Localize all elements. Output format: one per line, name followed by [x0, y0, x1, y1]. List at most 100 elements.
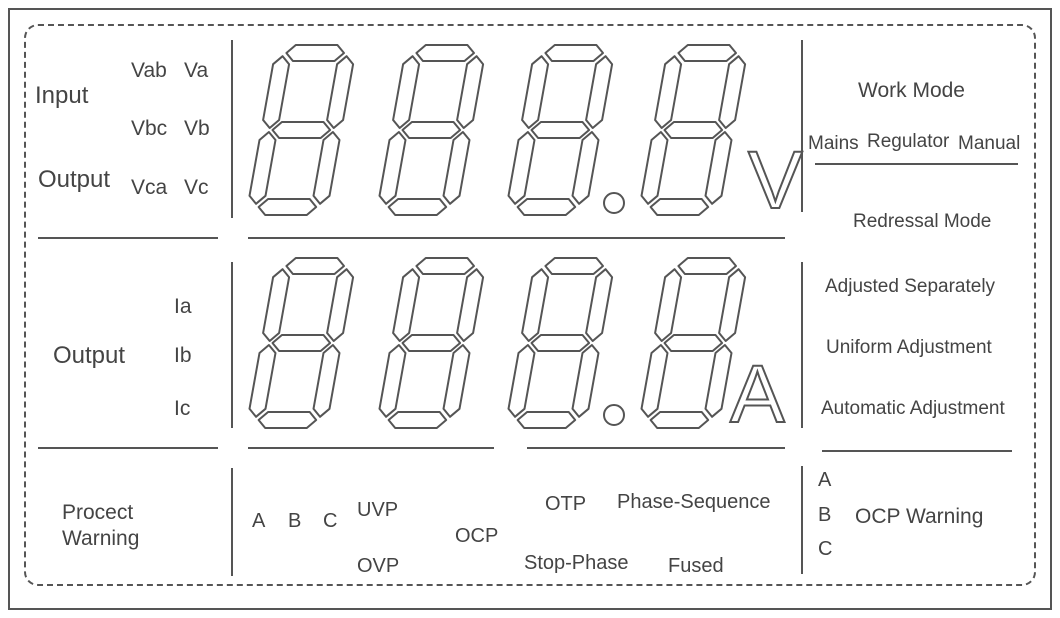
current-digit-2	[378, 257, 485, 429]
seg-c	[571, 344, 600, 418]
divider-h-left-1	[38, 237, 218, 239]
divider-h-right-2	[822, 450, 1012, 452]
ocp-warning-phase-c: C	[818, 538, 833, 560]
protect-warning-line1: Procect	[62, 501, 134, 524]
uvp-indicator: UVP	[357, 499, 399, 521]
seg-c	[442, 344, 471, 418]
seg-c	[442, 131, 471, 205]
phase-ic-label: Ic	[174, 397, 191, 420]
redressal-automatic-adjustment: Automatic Adjustment	[821, 398, 1005, 419]
protect-warning-line2: Warning	[62, 527, 140, 550]
outer-frame	[8, 8, 1052, 610]
divider-v-left-top	[231, 40, 233, 218]
fused-indicator: Fused	[668, 555, 724, 577]
phase-ib-label: Ib	[174, 344, 192, 367]
seg-f	[392, 268, 421, 342]
divider-h-center-1	[248, 237, 785, 239]
divider-v-left-bot	[231, 468, 233, 576]
panel-border	[24, 24, 1036, 586]
divider-v-right-mid	[801, 262, 803, 428]
seg-e	[378, 344, 407, 418]
current-decimal-point	[603, 404, 625, 426]
seg-g	[663, 121, 724, 139]
seg-c	[704, 131, 733, 205]
phase-va-label: Va	[184, 59, 209, 82]
phase-vb-label: Vb	[184, 117, 210, 140]
voltage-digit-1	[248, 44, 355, 216]
seg-a	[285, 44, 345, 62]
seg-b	[456, 55, 485, 129]
phase-vca-label: Vca	[131, 176, 168, 199]
voltage-unit: V	[747, 135, 804, 226]
divider-v-right-top	[801, 40, 803, 212]
seg-a	[544, 257, 604, 275]
ovp-indicator: OVP	[357, 555, 400, 577]
phase-vab-label: Vab	[131, 59, 167, 82]
seg-f	[521, 268, 550, 342]
voltage-digit-2	[378, 44, 485, 216]
seg-e	[640, 131, 669, 205]
seg-b	[718, 268, 747, 342]
divider-v-right-bot	[801, 466, 803, 574]
seg-f	[392, 55, 421, 129]
divider-h-left-2	[38, 447, 218, 449]
ocp-warning-phase-b: B	[818, 504, 832, 526]
seg-a	[415, 44, 475, 62]
work-mode-mains: Mains	[808, 133, 859, 154]
voltage-decimal-point	[603, 192, 625, 214]
seg-c	[312, 344, 341, 418]
seg-d	[649, 198, 710, 216]
seg-a	[677, 44, 737, 62]
phase-sequence-indicator: Phase-Sequence	[617, 491, 771, 513]
seg-d	[257, 411, 318, 429]
redressal-uniform-adjustment: Uniform Adjustment	[826, 337, 992, 358]
seg-g	[271, 121, 332, 139]
divider-v-left-mid	[231, 262, 233, 428]
phase-vbc-label: Vbc	[131, 117, 168, 140]
output-current-label: Output	[53, 342, 126, 369]
seg-e	[640, 344, 669, 418]
redressal-mode-title: Redressal Mode	[853, 211, 992, 232]
seg-b	[326, 55, 355, 129]
seg-f	[521, 55, 550, 129]
current-unit: A	[729, 349, 786, 440]
redressal-adjusted-separately: Adjusted Separately	[825, 276, 996, 297]
seg-f	[654, 55, 683, 129]
seg-g	[663, 334, 724, 352]
input-label: Input	[35, 82, 89, 109]
seg-a	[285, 257, 345, 275]
seg-b	[456, 268, 485, 342]
seg-d	[387, 198, 448, 216]
seg-f	[262, 268, 291, 342]
seg-g	[401, 334, 462, 352]
ocp-warning-phase-a: A	[818, 469, 832, 491]
voltage-digit-3	[507, 44, 614, 216]
seg-a	[677, 257, 737, 275]
current-digit-3	[507, 257, 614, 429]
phase-ia-label: Ia	[174, 295, 192, 318]
seg-f	[654, 268, 683, 342]
seg-d	[649, 411, 710, 429]
work-mode-regulator: Regulator	[867, 131, 950, 152]
seg-a	[415, 257, 475, 275]
phase-vc-label: Vc	[184, 176, 209, 199]
seg-e	[507, 131, 536, 205]
ocp-warning-label: OCP Warning	[855, 505, 984, 528]
output-voltage-label: Output	[38, 166, 111, 193]
seg-c	[704, 344, 733, 418]
seg-b	[326, 268, 355, 342]
seg-b	[718, 55, 747, 129]
protect-phase-c: C	[323, 510, 338, 532]
ocp-indicator: OCP	[455, 525, 499, 547]
work-mode-manual: Manual	[958, 133, 1021, 154]
seg-e	[248, 131, 277, 205]
protect-phase-b: B	[288, 510, 302, 532]
otp-indicator: OTP	[545, 493, 587, 515]
seg-e	[378, 131, 407, 205]
current-digit-1	[248, 257, 355, 429]
seg-g	[530, 121, 591, 139]
seg-g	[271, 334, 332, 352]
divider-h-right-1	[815, 163, 1018, 165]
seg-e	[507, 344, 536, 418]
seg-c	[571, 131, 600, 205]
